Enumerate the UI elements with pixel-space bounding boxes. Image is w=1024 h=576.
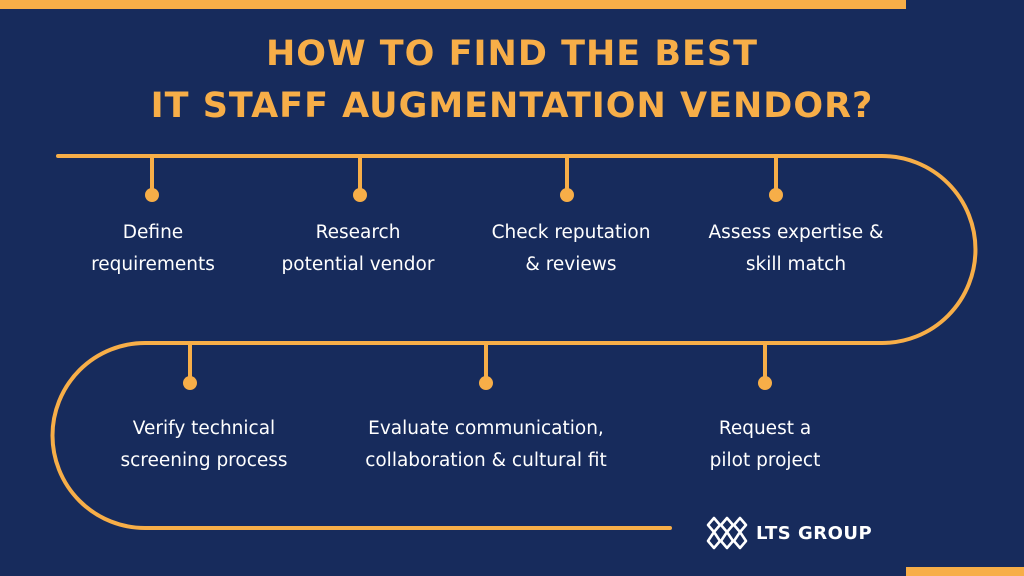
lts-logo-icon bbox=[706, 516, 748, 550]
step-label-line-1: Define bbox=[122, 222, 184, 243]
step-label-line-1: Research bbox=[315, 222, 401, 243]
step-assess-expertise: Assess expertise & skill match bbox=[646, 217, 946, 281]
page-title-line-2: IT STAFF AUGMENTATION VENDOR? bbox=[150, 86, 874, 126]
roadmap-line bbox=[50, 154, 978, 530]
brand-name: LTS GROUP bbox=[756, 522, 873, 544]
step-label-line-2: potential vendor bbox=[281, 254, 435, 275]
bottom-accent-bar bbox=[906, 567, 1024, 576]
step-label-line-2: skill match bbox=[745, 254, 847, 275]
page-title-line-1: HOW TO FIND THE BEST bbox=[265, 34, 759, 74]
step-define-requirements: Define requirements bbox=[3, 217, 303, 281]
step-check-reputation: Check reputation & reviews bbox=[421, 217, 721, 281]
step-verify-screening: Verify technical screening process bbox=[54, 413, 354, 477]
step-label-line-2: & reviews bbox=[525, 254, 617, 275]
step-dot bbox=[758, 376, 772, 390]
step-label-line-2: pilot project bbox=[709, 450, 821, 471]
top-accent-bar bbox=[0, 0, 906, 9]
step-label-line-1: Verify technical bbox=[132, 418, 276, 439]
brand-logo: LTS GROUP bbox=[706, 515, 872, 551]
step-label-line-2: screening process bbox=[120, 450, 288, 471]
step-evaluate-communication: Evaluate communication, collaboration & … bbox=[336, 413, 636, 477]
step-label-line-1: Request a bbox=[718, 418, 812, 439]
step-dot bbox=[145, 188, 159, 202]
step-dot bbox=[183, 376, 197, 390]
step-dot bbox=[479, 376, 493, 390]
step-label-line-2: requirements bbox=[91, 254, 215, 275]
step-label-line-1: Evaluate communication, bbox=[368, 418, 604, 439]
step-research-vendor: Research potential vendor bbox=[208, 217, 508, 281]
step-label-line-1: Assess expertise & bbox=[708, 222, 884, 243]
step-request-pilot: Request a pilot project bbox=[615, 413, 915, 477]
step-dot bbox=[353, 188, 367, 202]
step-label-line-2: collaboration & cultural fit bbox=[365, 450, 607, 471]
step-dot bbox=[560, 188, 574, 202]
step-dot bbox=[769, 188, 783, 202]
step-label-line-1: Check reputation bbox=[491, 222, 651, 243]
